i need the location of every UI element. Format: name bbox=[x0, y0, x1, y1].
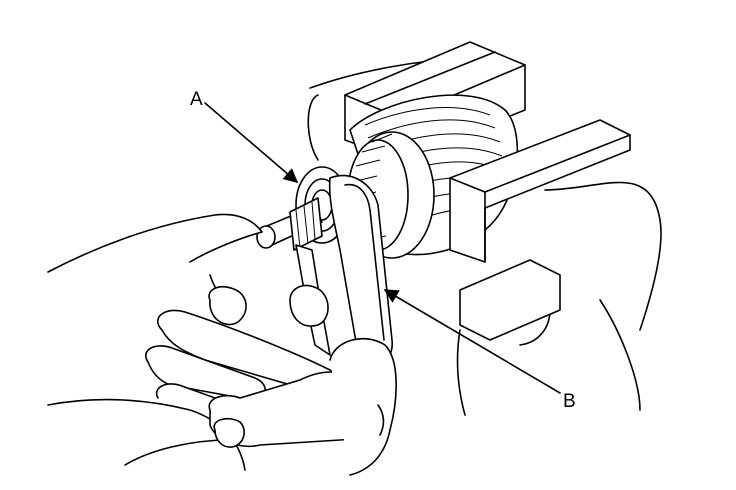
left-hand bbox=[47, 213, 329, 327]
armature-shaft bbox=[256, 197, 323, 251]
callout-label-b: B bbox=[563, 391, 576, 412]
right-hand bbox=[47, 309, 397, 476]
leader-line-b bbox=[383, 289, 561, 394]
callout-label-a: A bbox=[190, 89, 203, 110]
leader-line-a bbox=[204, 102, 299, 183]
lower-magnet-block bbox=[449, 119, 631, 341]
